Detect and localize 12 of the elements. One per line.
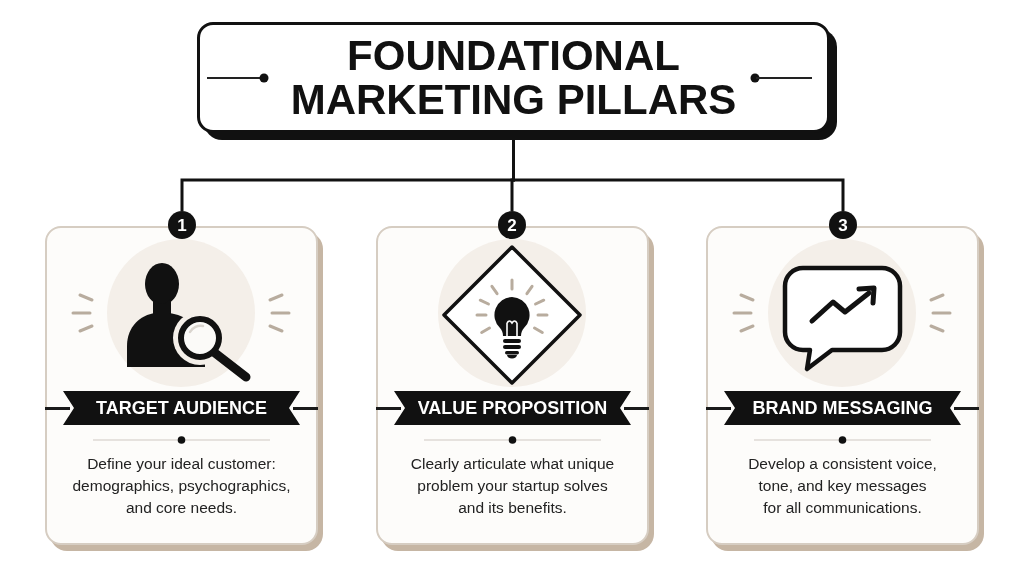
banner-heading: TARGET AUDIENCE (63, 391, 300, 425)
number-badge: 2 (498, 211, 526, 239)
card-description: Define your ideal customer: demographics, psychographics, and core needs. (71, 454, 292, 518)
number-badge: 3 (829, 211, 857, 239)
card-description: Clearly articulate what unique problem your startup solves and its benefits. (409, 454, 616, 518)
title-text: FOUNDATIONAL MARKETING PILLARS (289, 33, 738, 122)
connector-line (512, 140, 845, 211)
title-box (197, 22, 837, 140)
banner-heading: VALUE PROPOSITION (394, 391, 631, 425)
card-description: Develop a consistent voice, tone, and key messages for all communications. (747, 454, 938, 518)
banner-heading: BRAND MESSAGING (724, 391, 961, 425)
number-badge: 1 (168, 211, 196, 239)
